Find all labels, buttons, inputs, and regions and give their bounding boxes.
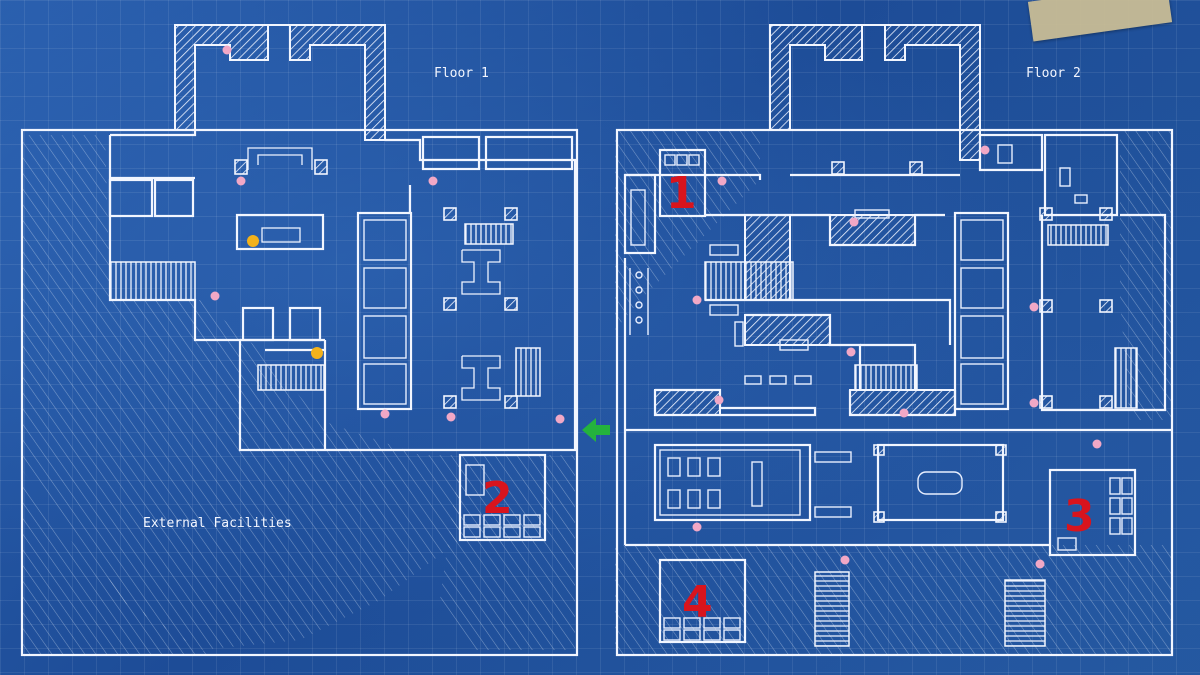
room-number-4: 4 [682,577,713,628]
pink-marker[interactable] [840,555,850,565]
pink-markers [210,45,1102,569]
room-number-1: 1 [666,168,697,219]
pink-marker[interactable] [555,414,565,424]
floor-2-plan [615,24,1174,657]
pink-marker[interactable] [692,295,702,305]
floor-1-label: Floor 1 [434,66,489,81]
external-hatching [22,130,1172,655]
pink-marker[interactable] [692,522,702,532]
external-facilities-label: External Facilities [143,516,292,531]
room-number-2: 2 [482,473,513,524]
pink-marker[interactable] [849,217,859,227]
room-number-3: 3 [1064,491,1095,542]
floor-2-label: Floor 2 [1026,66,1081,81]
pink-marker[interactable] [1029,398,1039,408]
pink-marker[interactable] [899,408,909,418]
pink-marker[interactable] [428,176,438,186]
pink-marker[interactable] [1035,559,1045,569]
pink-marker[interactable] [717,176,727,186]
pink-marker[interactable] [980,145,990,155]
yellow-marker[interactable] [311,347,323,359]
pink-marker[interactable] [846,347,856,357]
pink-marker[interactable] [1092,439,1102,449]
pink-marker[interactable] [446,412,456,422]
pink-marker[interactable] [236,176,246,186]
yellow-marker[interactable] [247,235,259,247]
pink-marker[interactable] [1029,302,1039,312]
floor-1-plan [20,24,579,657]
pink-marker[interactable] [210,291,220,301]
yellow-markers [247,235,323,359]
pink-marker[interactable] [714,395,724,405]
arrow-left-icon[interactable] [582,418,610,442]
pink-marker[interactable] [380,409,390,419]
pink-marker[interactable] [222,45,232,55]
